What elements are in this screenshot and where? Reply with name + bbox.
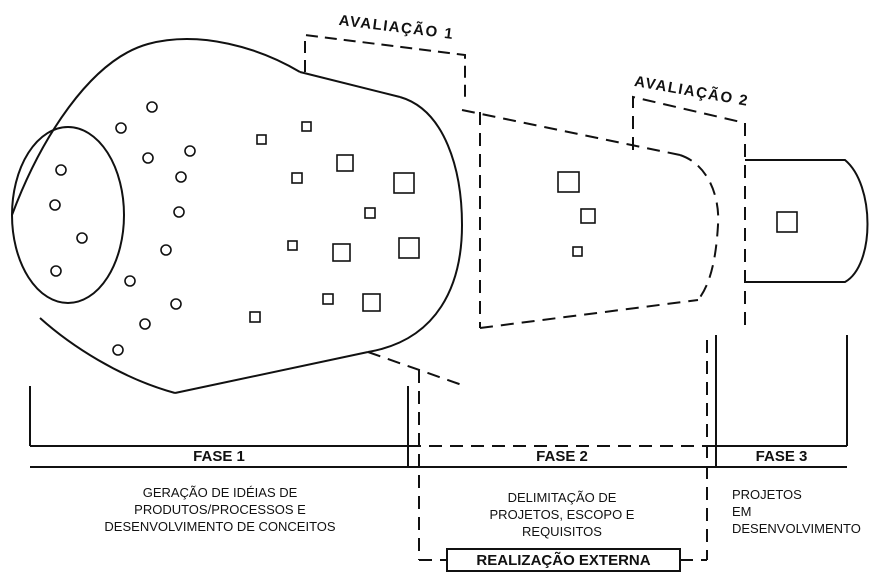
funnel-mouth-ellipse (12, 127, 124, 303)
funnel-front-edge (368, 97, 462, 352)
project-square (777, 212, 797, 232)
idea-circle (77, 233, 87, 243)
phase3-description-line: EM (732, 503, 861, 520)
idea-circle (51, 266, 61, 276)
idea-circle (140, 319, 150, 329)
concept-squares (250, 122, 419, 322)
idea-circle (50, 200, 60, 210)
idea-circle (125, 276, 135, 286)
idea-circle (116, 123, 126, 133)
phase1-title: FASE 1 (30, 448, 408, 465)
project-square (558, 172, 579, 192)
idea-circle (176, 172, 186, 182)
project-square (573, 247, 582, 256)
phase2-title: FASE 2 (408, 448, 716, 465)
concept-square (323, 294, 333, 304)
concept-square (302, 122, 311, 131)
phase3-description-line: DESENVOLVIMENTO (732, 520, 861, 537)
concept-square (399, 238, 419, 258)
phase2-lower-edge (368, 352, 462, 385)
phase2-description-line: DELIMITAÇÃO DE (430, 489, 694, 506)
phase2-front-edge (680, 155, 718, 300)
phase1-description-line: PRODUTOS/PROCESSOS E (40, 501, 400, 518)
phase2-top-edge (462, 110, 680, 155)
phase1-description-line: GERAÇÃO DE IDÉIAS DE (40, 484, 400, 501)
phase2-description-line: REQUISITOS (430, 523, 694, 540)
phase3-description: PROJETOS EM DESENVOLVIMENTO (732, 486, 861, 537)
phase3-title: FASE 3 (716, 448, 847, 465)
phase2-description-line: PROJETOS, ESCOPO E (430, 506, 694, 523)
idea-circle (147, 102, 157, 112)
phase2-funnel (368, 97, 745, 385)
phase1-description: GERAÇÃO DE IDÉIAS DE PRODUTOS/PROCESSOS … (40, 484, 400, 535)
idea-circle (143, 153, 153, 163)
funnel-top-line (300, 72, 400, 97)
concept-square (365, 208, 375, 218)
concept-square (250, 312, 260, 322)
idea-circle (171, 299, 181, 309)
idea-circle (56, 165, 66, 175)
concept-square (292, 173, 302, 183)
phase3-funnel (745, 160, 868, 282)
phase3-description-line: PROJETOS (732, 486, 861, 503)
phase2-bottom-edge (480, 300, 698, 328)
concept-square (394, 173, 414, 193)
concept-square (363, 294, 380, 311)
phase2-squares (558, 172, 595, 256)
phase1-funnel (12, 35, 465, 393)
phase2-description: DELIMITAÇÃO DE PROJETOS, ESCOPO E REQUIS… (430, 489, 694, 540)
phase3-tube (745, 160, 868, 282)
concept-square (337, 155, 353, 171)
concept-square (288, 241, 297, 250)
idea-circle (161, 245, 171, 255)
idea-circle (113, 345, 123, 355)
phase1-description-line: DESENVOLVIMENTO DE CONCEITOS (40, 518, 400, 535)
concept-square (257, 135, 266, 144)
concept-square (333, 244, 350, 261)
idea-circle (174, 207, 184, 217)
external-realization-label: REALIZAÇÃO EXTERNA (447, 552, 680, 569)
funnel-bottom-line (175, 352, 368, 393)
project-square (581, 209, 595, 223)
funnel-top-edge (12, 39, 300, 215)
idea-circle (185, 146, 195, 156)
evaluation-2-gate (633, 97, 745, 325)
funnel-lower-edge (40, 318, 175, 393)
